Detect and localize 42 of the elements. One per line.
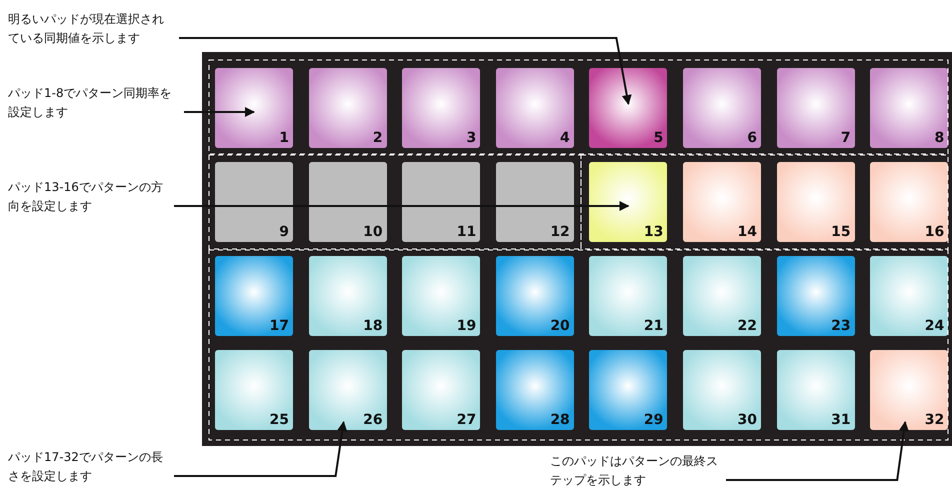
pad-button: 8 [870,68,948,148]
pad-button: 5 [589,68,668,148]
pad-button: 22 [683,256,761,336]
pad-button: 15 [776,162,855,242]
pad-button: 20 [496,256,574,336]
leader-arrow [179,37,632,105]
pad-button: 26 [308,350,387,430]
pad-button: 7 [776,68,855,148]
pad-button: 3 [402,68,480,148]
callout-text: パッド17-32でパターンの長さを設定します [8,448,168,486]
pad-button: 17 [215,256,293,336]
pad-button: 28 [496,350,574,430]
pad-button: 19 [402,256,480,336]
pad-button: 1 [215,68,293,148]
pad-button: 18 [308,256,387,336]
pad-button: 32 [870,350,948,430]
pad-button: 4 [496,68,574,148]
pad-button: 13 [589,162,668,242]
leader-arrow [726,421,909,481]
pad-button: 30 [683,350,761,430]
leader-arrow [174,201,630,211]
pad-button: 24 [870,256,948,336]
pad-button: 21 [589,256,668,336]
pad-button: 23 [776,256,855,336]
leader-arrow [174,421,348,477]
pad-button: 16 [870,162,948,242]
pad-button: 12 [496,162,574,242]
pad-button: 31 [776,350,855,430]
pad-button: 27 [402,350,480,430]
pad-button: 29 [589,350,668,430]
pad-button: 10 [308,162,387,242]
callout-text: 明るいパッドが現在選択されている同期値を示します [8,10,173,48]
pad-button: 25 [215,350,293,430]
callout-text: このパッドはパターンの最終ステップを示します [550,452,720,486]
callout-text: パッド13-16でパターンの方向を設定します [8,178,168,216]
pad-button: 2 [308,68,387,148]
pad-button: 11 [402,162,480,242]
leader-arrow [184,107,255,117]
pad-button: 6 [683,68,761,148]
pad-button: 9 [215,162,293,242]
callout-text: パッド1-8でパターン同期率を設定します [8,84,178,122]
pad-button: 14 [683,162,761,242]
